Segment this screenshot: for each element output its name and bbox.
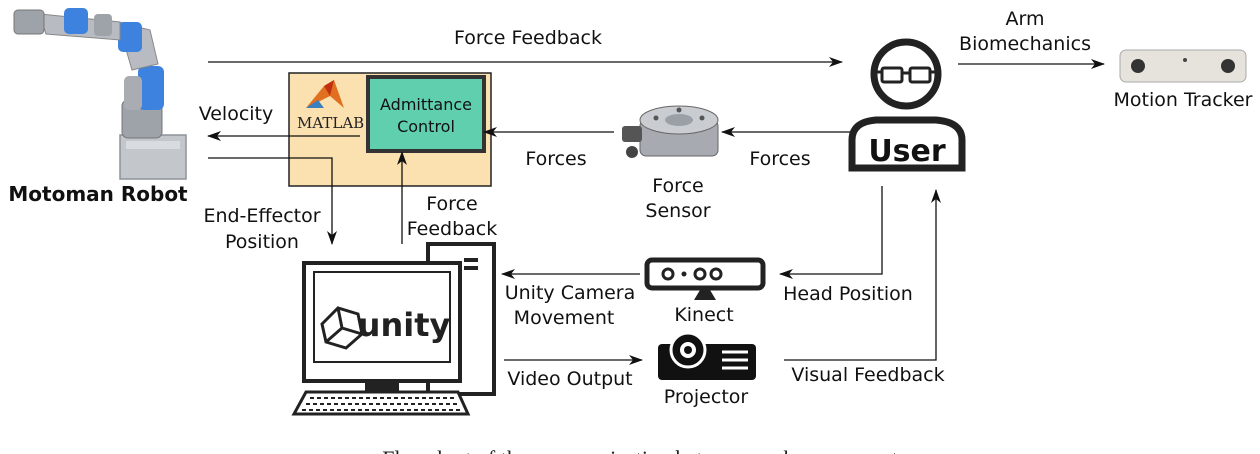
motoman-robot-image [13,8,187,180]
force-sensor-icon [622,105,719,158]
unity-camera-label-line2: Movement [514,307,615,329]
matlab-logo-icon [306,80,344,108]
force-feedback-top-label: Force Feedback [454,27,602,49]
unity-label: unity [358,306,451,344]
kinect-label: Kinect [674,304,733,326]
arrow-head-position [779,186,883,279]
head-position-label: Head Position [783,283,913,305]
force-sensor-label-line1: Force [652,175,703,197]
projector-icon [658,331,756,380]
kinect-icon [644,257,766,300]
user-label: User [868,134,946,169]
video-output-label: Video Output [507,368,632,390]
velocity-label: Velocity [199,103,274,125]
admittance-label-line1: Admittance [380,95,472,114]
arm-biomechanics-label-line2: Biomechanics [959,33,1091,55]
matlab-label: MATLAB [297,114,364,132]
admittance-control-box [366,75,486,153]
force-sensor-label-line2: Sensor [645,200,710,222]
projector-label: Projector [664,386,749,408]
end-effector-label-line1: End-Effector [203,205,320,227]
arrow-visual-feedback [784,189,941,361]
forces-left-label: Forces [525,148,586,170]
force-feedback-mid-label-line1: Force [426,193,477,215]
force-feedback-mid-label-line2: Feedback [407,218,497,240]
forces-right-label: Forces [749,148,810,170]
robot-label: Motoman Robot [8,182,188,206]
computer-icon [291,242,496,416]
motion-tracker-label: Motion Tracker [1114,89,1253,111]
admittance-label-line2: Control [397,117,455,136]
motion-tracker-icon [1119,49,1247,83]
user-icon [848,38,966,172]
arm-biomechanics-label-line1: Arm [1006,8,1045,30]
unity-logo-icon [320,306,364,350]
end-effector-label-line2: Position [225,231,299,253]
figure-caption: Flowchart of the communication between e… [382,446,898,454]
visual-feedback-label: Visual Feedback [791,364,944,386]
arrow-end-effector-position [208,157,337,245]
unity-camera-label-line1: Unity Camera [505,282,636,304]
